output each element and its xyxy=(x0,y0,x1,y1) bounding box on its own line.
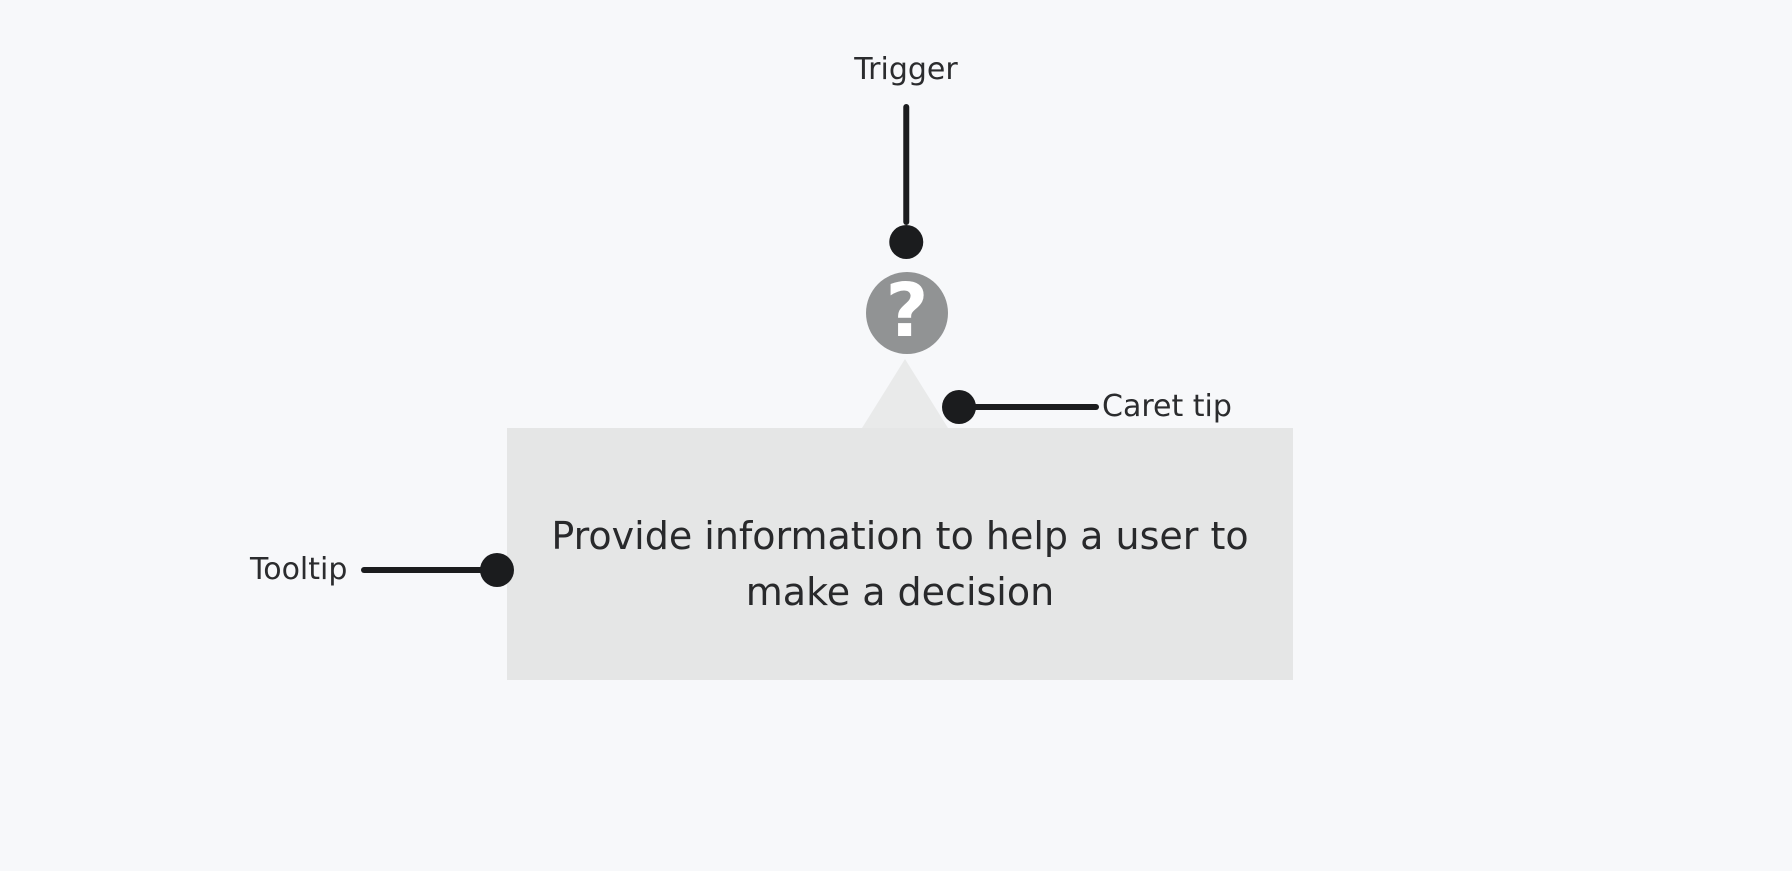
tooltip-text: Provide information to help a user to ma… xyxy=(551,508,1248,620)
tooltip-caret xyxy=(862,359,948,428)
help-trigger-button[interactable]: ? xyxy=(866,272,948,354)
tooltip-connector-dot xyxy=(480,553,514,587)
trigger-connector-line xyxy=(903,104,909,225)
tooltip-text-line: Provide information to help a user to xyxy=(551,514,1249,558)
trigger-annotation-label: Trigger xyxy=(854,52,958,87)
tooltip-bubble: Provide information to help a user to ma… xyxy=(507,428,1293,680)
question-mark-icon: ? xyxy=(885,268,929,354)
caret-tip-connector-dot xyxy=(942,390,976,424)
caret-tip-annotation-label: Caret tip xyxy=(1102,389,1232,424)
tooltip-connector-line xyxy=(361,567,491,573)
trigger-connector-dot xyxy=(889,225,923,259)
tooltip-text-line: make a decision xyxy=(745,570,1055,614)
trigger-annotation: Trigger xyxy=(854,52,958,259)
caret-tip-connector-line xyxy=(972,404,1099,410)
tooltip-annotation-label: Tooltip xyxy=(250,552,348,587)
